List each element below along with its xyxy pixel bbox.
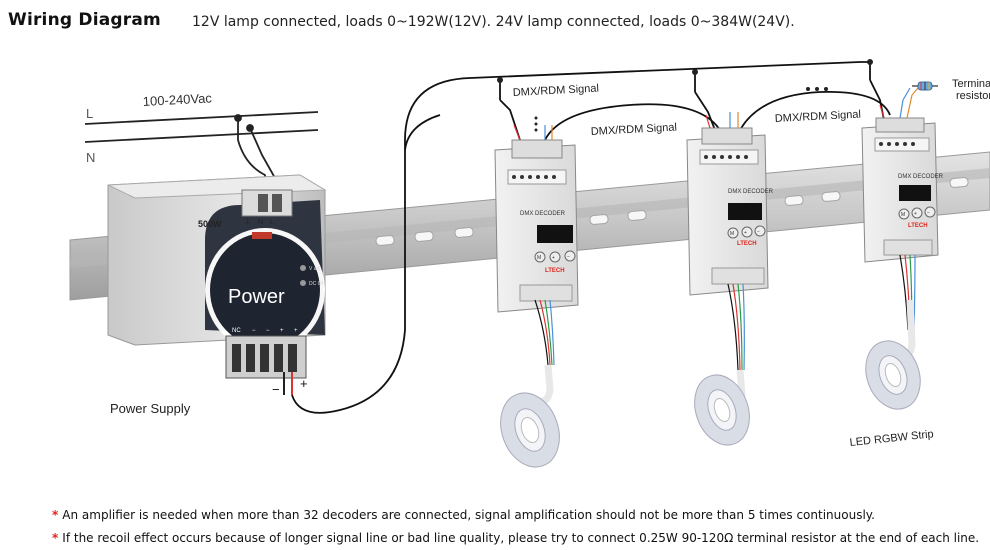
led-strip-label: LED RGBW Strip [849, 428, 934, 449]
decoder-1-brand: LTECH [545, 268, 565, 274]
signal-label-1: DMX/RDM Signal [513, 83, 600, 99]
led-strip-1 [500, 364, 560, 468]
dmx-decoder-3: DMX DECODER M + − LTECH [861, 94, 944, 331]
psu-output-nc: NC [232, 328, 241, 334]
line-n-label: N [86, 150, 95, 165]
psu-brand-text: Power [228, 286, 285, 308]
load-spec-subtitle: 12V lamp connected, loads 0~192W(12V). 2… [192, 14, 795, 30]
psu-terminal-n: N [258, 219, 263, 226]
psu-caption: Power Supply [110, 401, 191, 416]
psu-wattage: 500W [198, 219, 222, 229]
decoder-3-button-minus: − [927, 210, 930, 216]
decoder-2-brand: LTECH [737, 241, 757, 247]
psu-terminal-l: L [270, 219, 274, 226]
note-amplifier: *An amplifier is needed when more than 3… [52, 508, 875, 522]
decoder-3-name: DMX DECODER [898, 174, 944, 180]
note-terminal-resistor-text: If the recoil effect occurs because of l… [62, 531, 980, 545]
note-amplifier-text: An amplifier is needed when more than 32… [62, 508, 875, 522]
psu-dcon-label: DC ON [309, 281, 326, 287]
psu-vadj-label: V adj [309, 266, 320, 272]
decoder-2-button-minus: − [757, 229, 760, 235]
decoder-2-button-plus: + [744, 230, 747, 236]
psu-output-minus-1: − [252, 328, 256, 334]
note-terminal-resistor: *If the recoil effect occurs because of … [52, 531, 979, 545]
diagram-title: Wiring Diagram [8, 10, 161, 30]
terminal-resistor-label-1: Terminal [952, 78, 990, 90]
psu-output-plus-1: + [280, 328, 284, 334]
dmx-decoder-2: DMX DECODER M + − LTECH [686, 112, 774, 371]
wiring-diagram: 100-240Vac L N Power 500W ⏚ N L V adj DC… [69, 59, 990, 468]
dmx-decoder-1: DMX DECODER M + − LTECH [494, 124, 579, 366]
decoder-3-button-m: M [901, 212, 905, 218]
decoder-2-name: DMX DECODER [728, 189, 774, 195]
decoder-3-brand: LTECH [908, 223, 928, 229]
note-star-icon: * [52, 531, 59, 545]
decoder-2-button-m: M [730, 231, 734, 237]
psu-output-minus-2: − [266, 328, 270, 334]
decoder-1-button-m: M [537, 255, 541, 261]
psu-terminal-earth: ⏚ [244, 218, 251, 226]
mains-lines [84, 111, 319, 188]
decoder-1-button-plus: + [552, 255, 555, 261]
line-l-label: L [86, 106, 93, 121]
psu-output-plus-2: + [294, 328, 298, 334]
decoder-3-button-plus: + [914, 211, 917, 217]
continuation-dots [534, 87, 828, 132]
power-supply: Power 500W ⏚ N L V adj DC ON NC [107, 174, 327, 397]
junction-dots [497, 59, 873, 83]
signal-label-2: DMX/RDM Signal [591, 122, 678, 138]
decoder-1-name: DMX DECODER [520, 211, 566, 217]
signal-label-3: DMX/RDM Signal [775, 109, 862, 125]
note-star-icon: * [52, 508, 59, 522]
terminal-resistor-label-2: resistor [956, 90, 990, 102]
mains-voltage-label: 100-240Vac [142, 90, 212, 109]
led-strip-2 [694, 369, 750, 446]
led-strip-3 [865, 299, 921, 410]
psu-plus-label: + [300, 376, 308, 391]
psu-minus-label: − [272, 382, 280, 397]
terminal-resistor [902, 81, 938, 101]
decoder-1-button-minus: − [567, 254, 570, 260]
